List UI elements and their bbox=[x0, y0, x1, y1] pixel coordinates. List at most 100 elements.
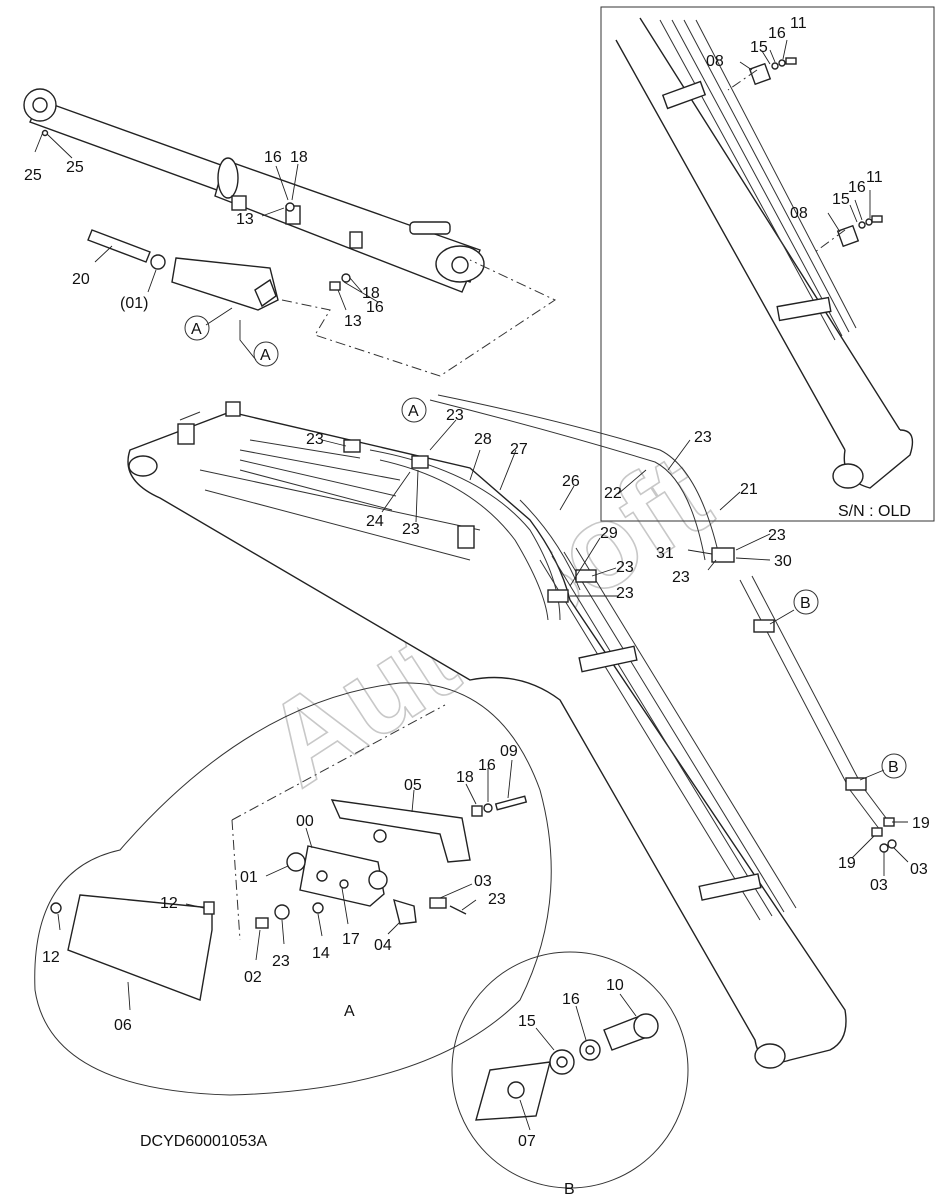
inset-leaders-lower bbox=[827, 190, 871, 233]
label-01-ref: (01) bbox=[120, 295, 148, 312]
label-16-side: 16 bbox=[366, 299, 384, 316]
adapter-01-ref bbox=[150, 254, 166, 270]
detail-a-marker-2-text: A bbox=[260, 347, 271, 364]
leaders-detail-b bbox=[519, 993, 637, 1131]
label-26: 26 bbox=[562, 473, 580, 490]
drawing-code: DCYD60001053A bbox=[140, 1133, 268, 1150]
bracket-05 bbox=[330, 799, 471, 863]
label-23-c2: 23 bbox=[616, 585, 634, 602]
inset-clamp-upper bbox=[661, 80, 707, 110]
label-23-c3: 23 bbox=[672, 569, 690, 586]
label-24: 24 bbox=[366, 513, 384, 530]
label-13-side: 13 bbox=[344, 313, 362, 330]
label-22: 22 bbox=[604, 485, 622, 502]
washer-15-hole bbox=[556, 1056, 568, 1068]
washer-16-hole bbox=[585, 1045, 595, 1055]
hose-and-valve-cover: 20 (01) A A 18 13 16 bbox=[72, 229, 557, 377]
label-23-detail-left: 23 bbox=[272, 953, 290, 970]
leaders-detail-a-mid bbox=[57, 865, 477, 931]
cap-03-left bbox=[879, 843, 889, 853]
label-16-top: 16 bbox=[264, 149, 282, 166]
cylinder-bracket-2 bbox=[349, 231, 363, 249]
inset-boom-pin bbox=[832, 463, 864, 489]
hose-21 bbox=[437, 394, 721, 561]
detail-a-marker-1[interactable] bbox=[184, 315, 210, 341]
valve-00 bbox=[299, 845, 385, 907]
arm-clamp-b1 bbox=[753, 619, 775, 633]
inset-serial-note: S/N : OLD bbox=[838, 503, 911, 520]
label-23-mid: 23 bbox=[402, 521, 420, 538]
bolt-13-upper bbox=[285, 202, 295, 212]
bolt-09 bbox=[494, 795, 528, 811]
label-06: 06 bbox=[114, 1017, 132, 1034]
leaders-19-03 bbox=[851, 821, 909, 876]
label-18-detail: 18 bbox=[456, 769, 474, 786]
inset-washer-2 bbox=[778, 59, 786, 67]
label-21: 21 bbox=[740, 481, 758, 498]
cylinder-bottom-pin-hole bbox=[451, 256, 469, 274]
fitting-01 bbox=[286, 852, 306, 872]
fitting-03-end bbox=[429, 897, 447, 909]
boom-tip-pin bbox=[754, 1043, 786, 1069]
detail-b-marker-1[interactable] bbox=[793, 589, 819, 615]
leaders-b bbox=[769, 609, 885, 781]
label-17: 17 bbox=[342, 931, 360, 948]
label-19-right: 19 bbox=[912, 815, 930, 832]
label-25-right: 25 bbox=[66, 159, 84, 176]
detail-a-marker-2[interactable] bbox=[253, 341, 279, 367]
elbow-04 bbox=[393, 898, 417, 925]
hose-24 bbox=[249, 439, 361, 459]
detail-b-view: 15 16 10 07 B bbox=[451, 951, 689, 1198]
detail-b-caption: B bbox=[564, 1181, 575, 1198]
detail-a-marker-3[interactable] bbox=[401, 397, 427, 423]
label-12-top: 12 bbox=[160, 895, 178, 912]
arm-pipes: B B 19 19 03 03 bbox=[739, 575, 930, 894]
label-25-left: 25 bbox=[24, 167, 42, 184]
cover-06 bbox=[67, 894, 213, 1001]
clamp-23-b bbox=[411, 455, 429, 469]
cylinder-tube-head bbox=[217, 157, 239, 199]
detail-a-leader bbox=[205, 307, 257, 361]
label-19-left: 19 bbox=[838, 855, 856, 872]
label-04: 04 bbox=[374, 937, 392, 954]
detail-a-marker-1-text: A bbox=[191, 321, 202, 338]
arm-pipe-pair bbox=[739, 575, 893, 831]
leaders-mid-hoses bbox=[381, 469, 741, 523]
detail-a-caption: A bbox=[344, 1003, 355, 1020]
label-28: 28 bbox=[474, 431, 492, 448]
inset-washer-4 bbox=[865, 218, 873, 226]
ring-17 bbox=[339, 879, 349, 889]
washer-16-18 bbox=[341, 273, 351, 283]
label-23-detail-right: 23 bbox=[488, 891, 506, 908]
label-16-detail: 16 bbox=[478, 757, 496, 774]
inset-leaders-upper bbox=[739, 39, 788, 71]
inset-plate-lower bbox=[836, 224, 860, 248]
label-inset-16-upper: 16 bbox=[768, 25, 786, 42]
detail-a-view: 18 16 09 05 00 01 03 23 12 12 02 23 14 1… bbox=[34, 682, 552, 1096]
label-07: 07 bbox=[518, 1133, 536, 1150]
bracket-05-hole bbox=[373, 829, 387, 843]
leaders-18-13-16 bbox=[337, 277, 379, 311]
inset-washer-1 bbox=[771, 62, 779, 70]
boom-pipes-long bbox=[539, 547, 797, 921]
detail-b-marker-2[interactable] bbox=[881, 753, 907, 779]
boom-bracket-top bbox=[225, 401, 241, 417]
label-02: 02 bbox=[244, 969, 262, 986]
label-23-left: 23 bbox=[306, 431, 324, 448]
label-23-right: 23 bbox=[694, 429, 712, 446]
cylinder-port-block bbox=[231, 195, 247, 211]
label-12-left: 12 bbox=[42, 949, 60, 966]
ring-23-left bbox=[274, 904, 290, 920]
washer-18-detail bbox=[471, 805, 483, 817]
label-15-detail: 15 bbox=[518, 1013, 536, 1030]
detail-a-guides bbox=[231, 704, 446, 941]
inset-clamp-lower bbox=[776, 296, 832, 322]
clamp-30-31 bbox=[711, 547, 735, 563]
detail-b-marker-2-text: B bbox=[888, 759, 899, 776]
valve-block bbox=[254, 278, 277, 308]
arm-clamp-b2 bbox=[845, 777, 867, 791]
grease-fitting-25 bbox=[41, 129, 49, 137]
boom-structure bbox=[127, 401, 847, 1069]
label-09: 09 bbox=[500, 743, 518, 760]
clamp-23-left bbox=[343, 439, 361, 453]
